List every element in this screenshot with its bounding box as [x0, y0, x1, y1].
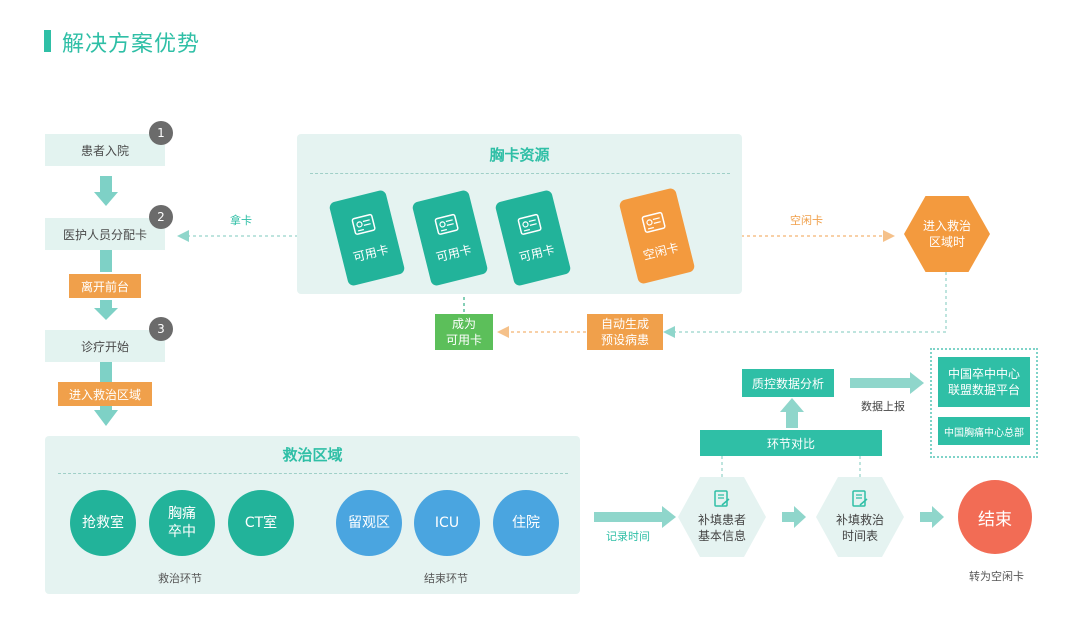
step-assign-card-label: 医护人员分配卡	[62, 227, 147, 242]
id-card-icon	[517, 213, 542, 235]
platform-group	[930, 348, 1038, 458]
fill-schedule-hexagon: 补填救治 时间表	[816, 477, 904, 557]
fill-patient-info-label: 补填患者 基本信息	[697, 513, 746, 543]
leave-front-desk-tag: 离开前台	[69, 274, 141, 298]
chest-pain-center-hq: 中国胸痛中心总部	[938, 417, 1030, 445]
arrow-down-icon	[94, 406, 118, 426]
become-available-box: 成为 可用卡	[435, 314, 493, 350]
step-admission-label: 患者入院	[80, 143, 129, 158]
document-edit-icon	[852, 490, 868, 507]
step-number-2: 2	[149, 205, 173, 229]
unit-rescue-room: 抢救室	[70, 490, 136, 556]
available-card: 可用卡	[494, 189, 572, 287]
available-card: 可用卡	[411, 189, 489, 287]
card-label: 可用卡	[434, 241, 473, 265]
available-card: 可用卡	[328, 189, 406, 287]
end-stage-label: 结束环节	[424, 572, 468, 585]
end-circle: 结束	[958, 480, 1032, 554]
fill-schedule-label: 补填救治 时间表	[835, 513, 884, 543]
id-card-icon	[351, 213, 376, 235]
enter-area-time-label: 进入救治区域时	[922, 219, 971, 249]
take-card-label: 拿卡	[230, 214, 252, 227]
step-assign-card: 医护人员分配卡	[45, 218, 165, 250]
divider	[58, 473, 568, 474]
unit-observation: 留观区	[336, 490, 402, 556]
step-diagnosis-start-label: 诊疗开始	[80, 339, 129, 354]
treatment-area-title: 救治区域	[282, 445, 343, 464]
auto-generate-box: 自动生成 预设病患	[587, 314, 663, 350]
fill-patient-info-hexagon: 补填患者 基本信息	[678, 477, 766, 557]
arrow-right-icon	[782, 506, 806, 528]
treatment-stage-label: 救治环节	[158, 572, 202, 585]
record-time-label: 记录时间	[606, 530, 650, 543]
enter-area-tag: 进入救治区域	[58, 382, 152, 406]
id-card-icon	[641, 211, 666, 233]
idle-card: 空闲卡	[618, 187, 696, 285]
card-label: 可用卡	[517, 241, 556, 265]
arrow-up-icon	[780, 398, 804, 428]
divider	[310, 173, 730, 174]
unit-inpatient: 住院	[493, 490, 559, 556]
card-label: 空闲卡	[641, 239, 680, 263]
document-edit-icon	[714, 490, 730, 507]
page-title: 解决方案优势	[62, 32, 201, 57]
stage-compare-bar: 环节对比	[700, 430, 882, 456]
idle-card-label: 空闲卡	[790, 214, 823, 227]
chest-card-pool-title: 胸卡资源	[489, 145, 550, 164]
arrow-right-icon	[594, 506, 676, 528]
arrow-right-icon	[850, 372, 924, 394]
step-diagnosis-start: 诊疗开始	[45, 330, 165, 362]
data-report-label: 数据上报	[861, 400, 905, 413]
arrow-down-icon	[94, 176, 118, 206]
end-sub-label: 转为空闲卡	[969, 570, 1024, 583]
id-card-icon	[434, 213, 459, 235]
arrow-down-icon	[100, 362, 112, 382]
step-number-3: 3	[149, 317, 173, 341]
arrow-right-icon	[920, 506, 944, 528]
unit-chest-pain-stroke: 胸痛 卒中	[149, 490, 215, 556]
unit-ct-room: CT室	[228, 490, 294, 556]
stroke-center-platform: 中国卒中中心 联盟数据平台	[938, 357, 1030, 407]
title-accent-bar	[44, 30, 51, 52]
arrow-down-icon	[94, 300, 118, 320]
unit-icu: ICU	[414, 490, 480, 556]
qc-analysis-box: 质控数据分析	[742, 369, 834, 397]
card-label: 可用卡	[351, 241, 390, 265]
step-number-1: 1	[149, 121, 173, 145]
step-admission: 患者入院	[45, 134, 165, 166]
arrow-down-icon	[100, 250, 112, 272]
